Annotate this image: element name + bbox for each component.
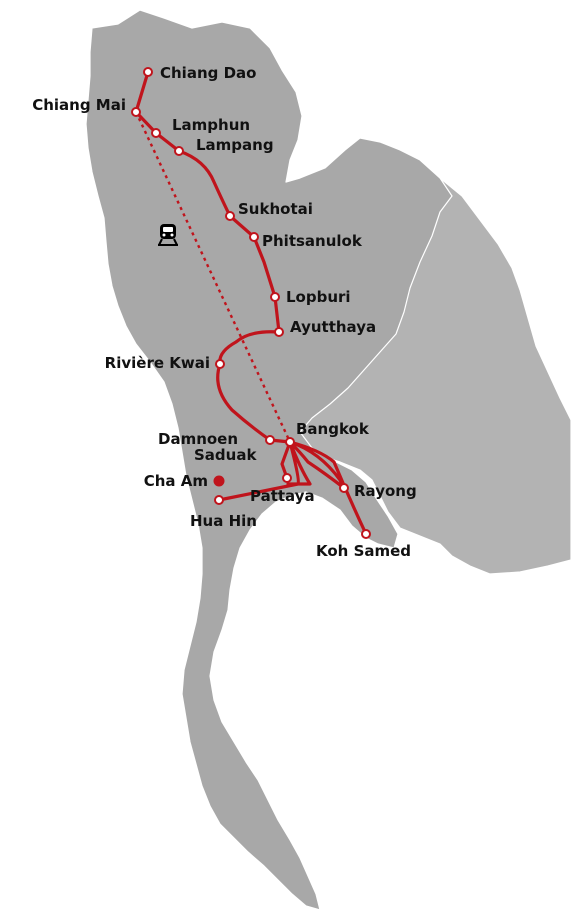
marker-cha-am: [213, 475, 225, 487]
marker-damnoen-saduak: [265, 435, 275, 445]
label-chiang-dao: Chiang Dao: [160, 64, 256, 82]
marker-pattaya: [282, 473, 292, 483]
marker-lamphun: [151, 128, 161, 138]
thailand-landmass: [85, 9, 453, 911]
train-route-line: [134, 111, 292, 443]
label-cha-am: Cha Am: [144, 472, 208, 490]
marker-koh-samed: [361, 529, 371, 539]
road-route-main: [134, 70, 292, 444]
marker-sukhotai: [225, 211, 235, 221]
label-lampang: Lampang: [196, 136, 274, 154]
label-riviere-kwai: Rivière Kwai: [105, 354, 210, 372]
label-saduak: Saduak: [194, 446, 257, 464]
label-koh-samed: Koh Samed: [316, 542, 411, 560]
label-lopburi: Lopburi: [286, 288, 351, 306]
label-hua-hin: Hua Hin: [190, 512, 257, 530]
label-ayutthaya: Ayutthaya: [290, 318, 376, 336]
marker-chiang-mai: [131, 107, 141, 117]
marker-bangkok: [285, 437, 295, 447]
label-rayong: Rayong: [354, 482, 417, 500]
label-pattaya: Pattaya: [250, 487, 315, 505]
label-bangkok: Bangkok: [296, 420, 370, 438]
marker-rayong: [339, 483, 349, 493]
train-icon: [158, 224, 178, 246]
label-lamphun: Lamphun: [172, 116, 250, 134]
label-phitsanulok: Phitsanulok: [262, 232, 363, 250]
label-sukhotai: Sukhotai: [238, 200, 313, 218]
marker-lampang: [174, 146, 184, 156]
road-route-branches: [217, 440, 368, 536]
label-chiang-mai: Chiang Mai: [32, 96, 126, 114]
marker-riviere-kwai: [215, 359, 225, 369]
label-damnoen: Damnoen: [158, 430, 238, 448]
marker-chiang-dao: [143, 67, 153, 77]
marker-phitsanulok: [249, 232, 259, 242]
marker-ayutthaya: [274, 327, 284, 337]
marker-hua-hin: [214, 495, 224, 505]
marker-lopburi: [270, 292, 280, 302]
